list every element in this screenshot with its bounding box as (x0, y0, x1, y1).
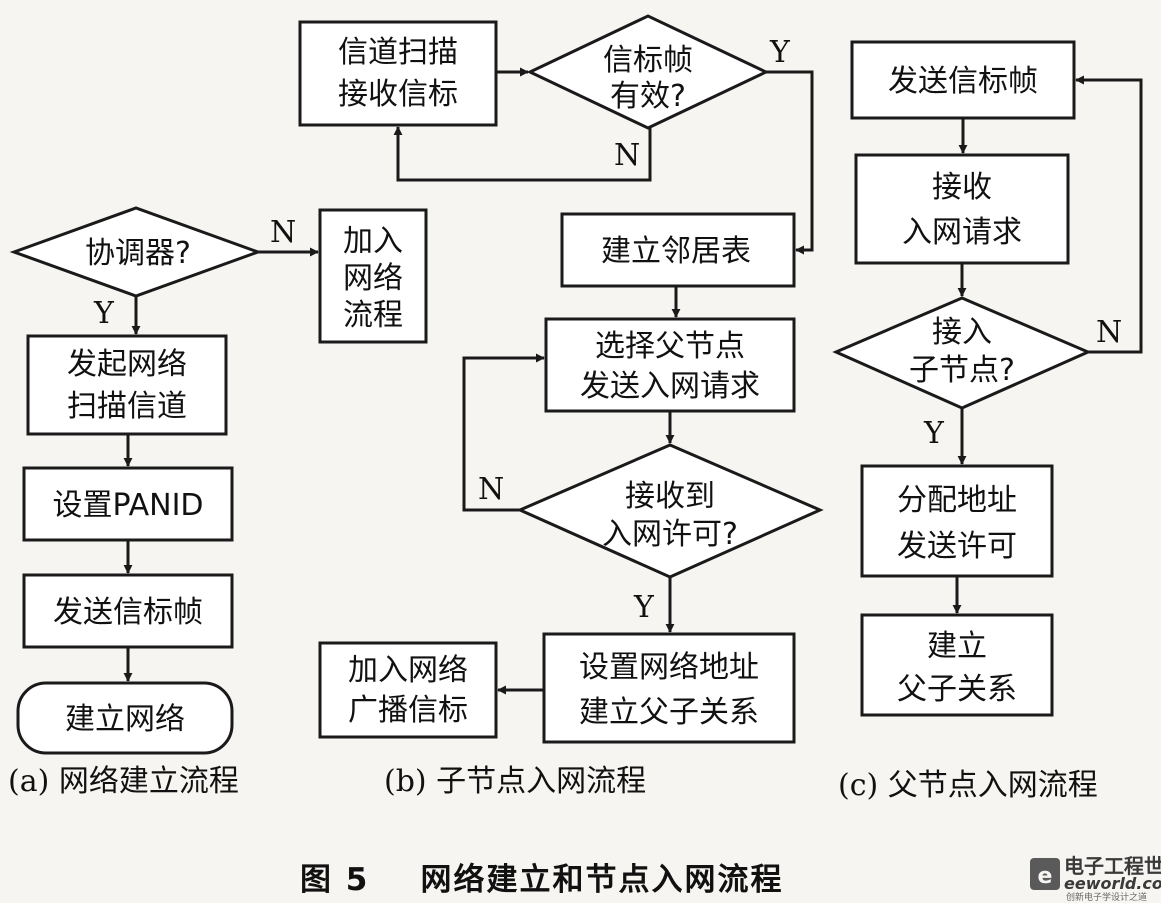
join-process-line-3: 流程 (343, 298, 403, 333)
channel-scan-line-1: 信道扫描 (338, 35, 458, 70)
caption-b: (b) 子节点入网流程 (384, 764, 646, 799)
channel-scan-box (298, 20, 498, 127)
start-scan-line-1: 发起网络 (67, 347, 187, 382)
receive-request-line-2: 入网请求 (902, 215, 1022, 250)
build-network-label: 建立网络 (65, 702, 185, 737)
send-beacon-a-label: 发送信标帧 (53, 595, 203, 630)
join-process-line-1: 加入 (343, 224, 403, 259)
flow-b: 信道扫描 接收信标 信标帧 有效? N Y 建立邻居表 选择父节点 发送入网请求… (298, 14, 824, 799)
build-relation-line-2: 父子关系 (897, 672, 1017, 707)
decision-beacon-line-1: 信标帧 (603, 43, 693, 78)
label-no-b1: N (614, 138, 640, 173)
receive-request-line-1: 接收 (932, 170, 992, 205)
watermark-logo: e 电子工程世界 eeworld.com.cn 创新电子学设计之道 (1030, 854, 1161, 903)
send-beacon-c-label: 发送信标帧 (888, 64, 1038, 99)
caption-a: (a) 网络建立流程 (8, 764, 239, 799)
arrow-permit-no-loop (462, 353, 545, 512)
flow-a: 协调器? 加入 网络 流程 发起网络 扫描信道 设置PANID 发送信标帧 建立… (8, 206, 428, 799)
eeworld-logo-icon: e (1030, 858, 1060, 890)
label-no-b2: N (478, 472, 504, 507)
decision-permit-line-2: 入网许可? (602, 517, 738, 552)
label-yes-a: Y (93, 296, 115, 331)
select-parent-line-1: 选择父节点 (595, 329, 745, 364)
watermark-tagline: 创新电子学设计之道 (1066, 891, 1147, 903)
build-neighbor-label: 建立邻居表 (601, 234, 751, 269)
decision-coordinator-label: 协调器? (85, 236, 191, 271)
set-address-line-1: 设置网络地址 (579, 650, 759, 685)
select-parent-line-2: 发送入网请求 (580, 369, 760, 404)
label-no-a: N (270, 215, 296, 250)
assign-address-line-2: 发送许可 (897, 529, 1017, 564)
build-relation-box (860, 613, 1054, 717)
flow-c: 发送信标帧 接收 入网请求 接入 子节点? N Y 分配地址 发送许可 建立 父… (832, 40, 1143, 803)
caption-c: (c) 父节点入网流程 (838, 768, 1098, 803)
decision-permit-line-1: 接收到 (625, 479, 715, 514)
watermark-brand: 电子工程世界 (1064, 854, 1161, 878)
join-broadcast-line-2: 广播信标 (348, 693, 468, 728)
start-scan-box (26, 334, 228, 436)
set-address-line-2: 建立父子关系 (579, 695, 759, 730)
label-yes-b2: Y (633, 590, 655, 625)
join-broadcast-box (318, 641, 498, 739)
join-process-box (318, 208, 428, 344)
decision-accept-line-2: 子节点? (909, 353, 1015, 388)
start-scan-line-2: 扫描信道 (67, 389, 187, 424)
set-address-box (542, 632, 796, 744)
arrow-beacon-no-loop (393, 126, 652, 182)
select-parent-box (544, 317, 796, 413)
receive-request-box (854, 153, 1070, 265)
figure-title: 图 5 网络建立和节点入网流程 (300, 862, 784, 898)
label-yes-b1: Y (769, 35, 791, 70)
send-beacon-c-box (850, 40, 1076, 120)
build-neighbor-box (560, 212, 796, 288)
label-yes-c: Y (923, 416, 945, 451)
build-relation-line-1: 建立 (927, 629, 987, 664)
decision-accept-line-1: 接入 (932, 315, 992, 350)
set-panid-label: 设置PANID (52, 488, 203, 523)
assign-address-line-1: 分配地址 (897, 483, 1017, 518)
assign-address-box (860, 464, 1054, 578)
watermark-site: eeworld.com.cn (1064, 874, 1161, 893)
decision-permit (516, 443, 824, 579)
label-no-c: N (1096, 315, 1122, 350)
decision-beacon-line-2: 有效? (610, 79, 686, 114)
join-process-line-2: 网络 (343, 261, 403, 296)
join-broadcast-line-1: 加入网络 (348, 653, 468, 688)
arrow-beacon-yes (766, 70, 814, 255)
channel-scan-line-2: 接收信标 (338, 77, 458, 112)
svg-text:e: e (1038, 864, 1053, 889)
arrow-accept-no-loop (1075, 75, 1143, 354)
build-network-terminal (16, 681, 234, 755)
